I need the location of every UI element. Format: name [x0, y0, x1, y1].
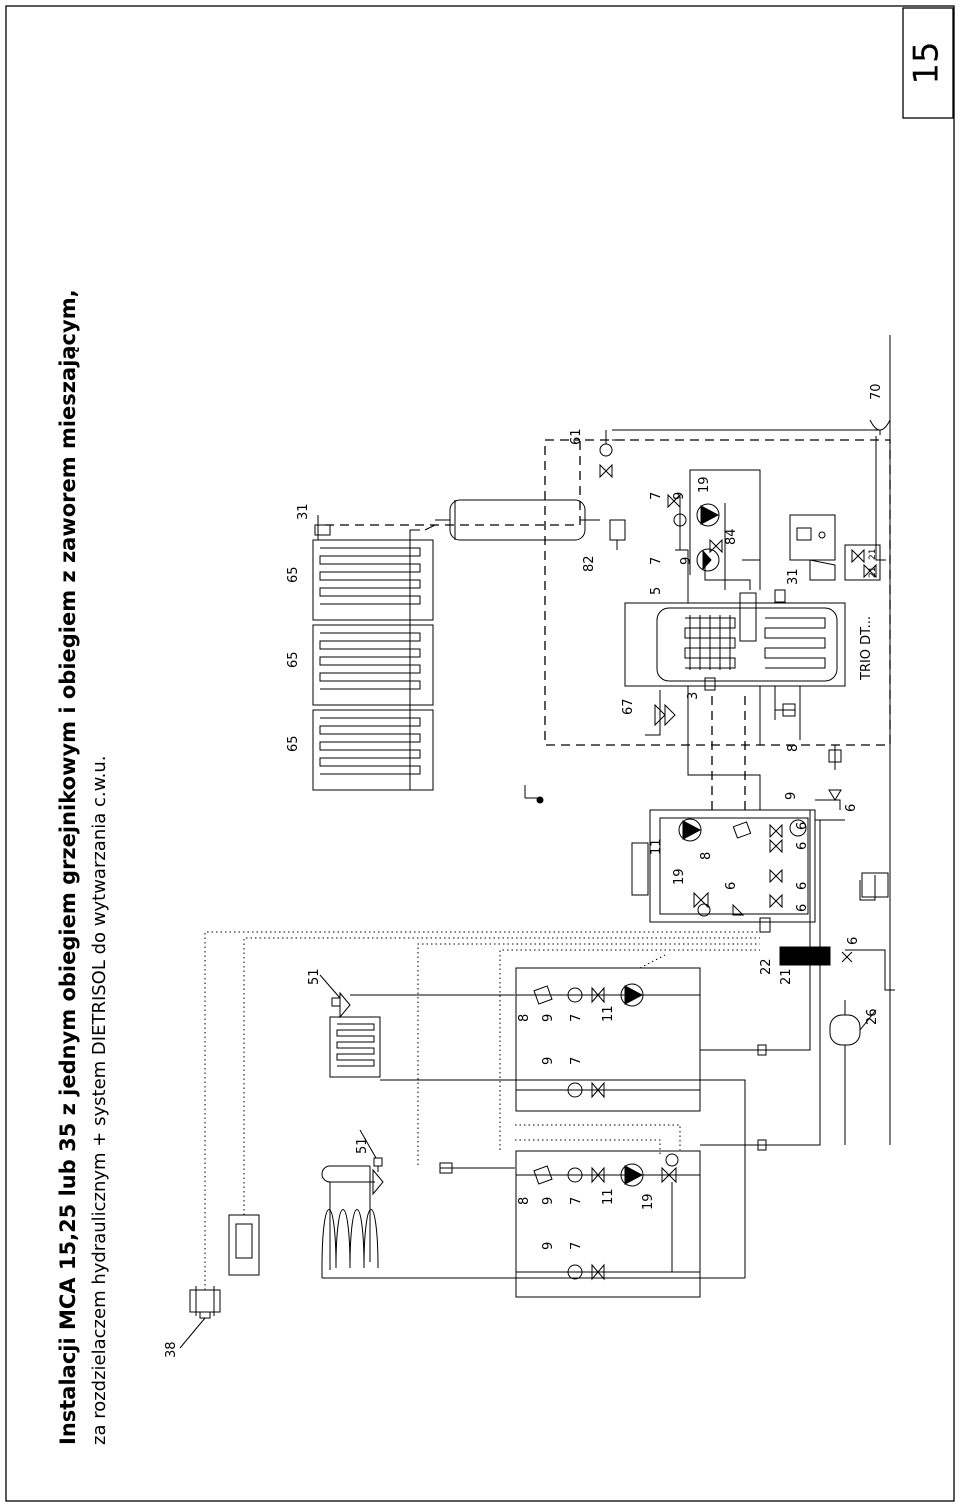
label-9-b: 9: [541, 1057, 556, 1065]
label-3: 3: [686, 692, 701, 700]
mixing-valve-61: [599, 430, 625, 479]
label-19-c: 19: [641, 1193, 656, 1210]
solar-expansion-tank: [435, 499, 586, 541]
label-70: 70: [869, 383, 884, 400]
label-6-f: 6: [795, 822, 810, 830]
label-61: 61: [569, 428, 584, 445]
label-11-c: 11: [601, 1188, 616, 1205]
label-65-a: 65: [286, 735, 301, 752]
label-9-g: 9: [672, 492, 687, 500]
room-thermostat: [228, 1214, 260, 1276]
page-number-box: 15: [902, 7, 954, 119]
module-mixing-components: [516, 1153, 700, 1281]
page-title: Instalacji MCA 15,25 lub 35 z jednym obi…: [56, 289, 80, 1445]
label-9-f: 9: [679, 557, 694, 565]
boiler-internal: [659, 817, 809, 933]
label-22: 22: [759, 958, 774, 975]
label-8-a: 8: [517, 1014, 532, 1022]
boiler-mca: [649, 809, 816, 923]
label-9-c: 9: [541, 1197, 556, 1205]
label-8-e: 8: [699, 852, 714, 860]
label-21-b: 21: [868, 549, 878, 560]
boiler-label: TRIO DT...: [859, 616, 874, 681]
solar-station: [609, 485, 760, 590]
label-8-f: 8: [786, 744, 801, 752]
page-number: 15: [907, 41, 947, 84]
label-11-a: 11: [601, 1005, 616, 1022]
label-65-c: 65: [286, 566, 301, 583]
label-6-a: 6: [846, 937, 861, 945]
control-wiring: [204, 931, 760, 1290]
safety-valve-67: [645, 690, 676, 736]
label-6-e: 6: [724, 882, 739, 890]
page-border: [5, 5, 955, 1502]
solar-regulator: [789, 514, 836, 581]
label-9-e: 9: [784, 792, 799, 800]
label-6-h: 6: [795, 882, 810, 890]
label-19-f: 19: [697, 476, 712, 493]
sensor-box: [439, 1162, 453, 1174]
label-84: 84: [724, 528, 739, 545]
label-19-e: 19: [672, 868, 687, 885]
safety-group-21: [844, 544, 881, 581]
label-7-b: 7: [569, 1057, 584, 1065]
label-51-upper: 51: [307, 968, 322, 985]
label-6-j: 6: [844, 804, 859, 812]
label-7-c: 7: [569, 1197, 584, 1205]
hydraulic-separator: [779, 946, 831, 966]
valve-51-lower: [359, 1129, 384, 1196]
label-7-d: 7: [569, 1242, 584, 1250]
label-6-i: 6: [795, 904, 810, 912]
label-67: 67: [621, 698, 636, 715]
label-21: 21: [779, 968, 794, 985]
solar-collectors: [312, 524, 436, 791]
label-82: 82: [582, 555, 597, 572]
label-26: 26: [865, 1008, 880, 1025]
radiator: [329, 1016, 381, 1078]
label-7-e: 7: [649, 557, 664, 565]
label-21-c: 21: [868, 567, 878, 578]
valve-51-upper: [319, 974, 351, 1019]
dhw-storage-tank: [624, 589, 846, 687]
label-65-b: 65: [286, 651, 301, 668]
expansion-vessel-26: [829, 1000, 877, 1145]
label-11-e: 11: [649, 838, 664, 855]
module-direct-components: [516, 983, 700, 1099]
label-31-a: 31: [296, 503, 311, 520]
page-subtitle: za rozdzielaczem hydraulicznym + system …: [89, 755, 110, 1445]
underfloor-heating-loop: [321, 1165, 745, 1279]
label-6-g: 6: [795, 842, 810, 850]
label-5: 5: [649, 587, 664, 595]
module-direct-circuit: [515, 967, 701, 1112]
label-7-f: 7: [649, 492, 664, 500]
label-31-b: 31: [786, 568, 801, 585]
module-mixing-circuit: [515, 1150, 701, 1298]
label-9-a: 9: [541, 1014, 556, 1022]
label-38: 38: [164, 1341, 179, 1358]
outdoor-sensor: [179, 1286, 221, 1349]
label-8-c: 8: [517, 1197, 532, 1205]
label-51-lower: 51: [355, 1137, 370, 1154]
label-7-a: 7: [569, 1014, 584, 1022]
label-9-d: 9: [541, 1242, 556, 1250]
